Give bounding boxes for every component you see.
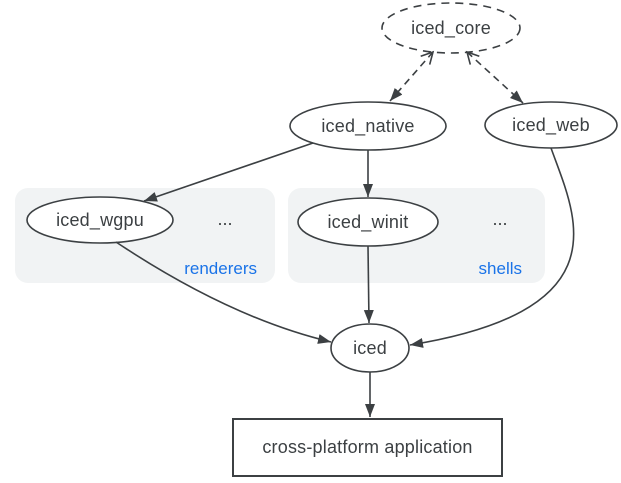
edge-native-to-wgpu (143, 142, 314, 202)
node-label-iced-core: iced_core (411, 18, 491, 38)
edge-web-to-iced (409, 147, 575, 348)
node-label-iced-wgpu: iced_wgpu (56, 209, 144, 230)
edge-wgpu-to-iced (115, 241, 332, 344)
edge-core-to-web-tail-vee (465, 50, 480, 65)
node-label-iced-web: iced_web (512, 114, 590, 135)
group-label-renderers: renderers (184, 259, 257, 278)
group-label-shells: shells (478, 259, 522, 278)
node-iced-wgpu-shape (26, 196, 174, 244)
ellipsis-renderers: ... (217, 208, 233, 229)
node-label-iced-winit: iced_winit (327, 211, 409, 232)
edge-core-to-web (466, 51, 524, 104)
ellipsis-shells: ... (492, 208, 508, 229)
edge-core-to-native-tail-vee (420, 50, 435, 65)
node-iced-core-shape (381, 2, 521, 54)
node-label-iced-native: iced_native (321, 115, 415, 136)
node-label-iced: iced (353, 337, 387, 358)
node-app-shape (232, 418, 503, 477)
edge-core-to-native (389, 51, 434, 102)
node-label-app: cross-platform application (262, 437, 473, 457)
edge-winit-to-iced (363, 245, 374, 324)
